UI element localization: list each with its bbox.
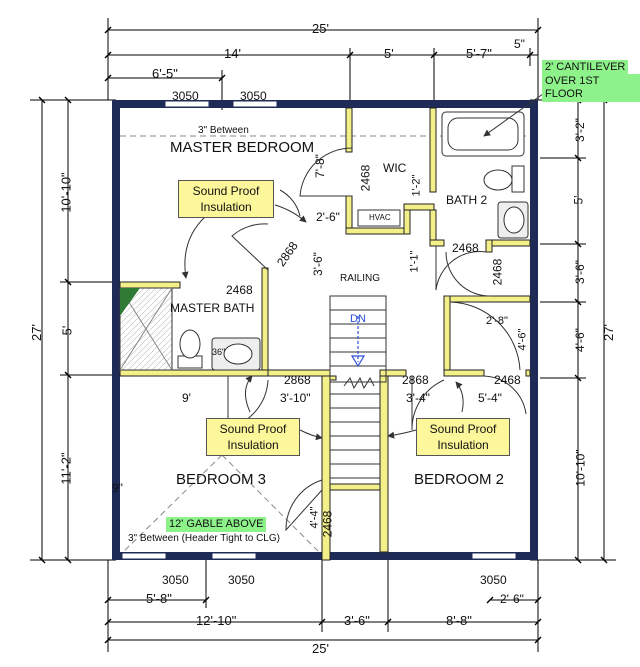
callout-line-1: Sound Proof: [192, 184, 260, 198]
dim-br2-closet: 2'-8": [486, 315, 508, 327]
note-three-between-bottom: 3" Between (Header Tight to CLG): [128, 533, 280, 544]
dim-right-4: 4'-6": [572, 328, 587, 352]
window-label-top-a: 3050: [172, 89, 199, 103]
hvac-label: HVAC: [369, 213, 391, 222]
door-tag-bath2: 2468: [452, 241, 479, 255]
dim-right-overall: 27': [600, 324, 616, 341]
hvac-box: [357, 209, 401, 227]
dim-bottom-overall: 25': [312, 641, 329, 656]
room-master-bedroom: MASTER BEDROOM: [170, 139, 315, 156]
dim-right-2: 5': [571, 195, 586, 205]
door-tag-wic: 2468: [358, 164, 373, 192]
room-bedroom-2: BEDROOM 2: [414, 471, 505, 488]
bath2-sink: [497, 201, 529, 239]
interior-walls: [119, 107, 531, 561]
window-label-bottom-c: 3050: [480, 573, 507, 587]
note-gable: 12' GABLE ABOVE: [166, 517, 267, 532]
tub-fixture: [441, 111, 525, 157]
window-label-top-b: 3050: [240, 89, 267, 103]
dim-top-overall: 25': [312, 21, 329, 36]
dim-left-top: 10'-10": [58, 172, 74, 213]
note-cantilever-1: 2' CANTILEVER: [542, 60, 629, 75]
dim-right-1: 3'-2": [572, 118, 587, 142]
dim-br2-closet-v: 4'-6": [516, 328, 529, 351]
master-bath-toilet: [177, 329, 203, 369]
dim-top-mid: 5': [384, 46, 394, 61]
callout-line-1: Sound Proof: [429, 422, 497, 436]
window-label-bottom-b: 3050: [228, 573, 255, 587]
dim-right-5: 10'-10": [573, 449, 588, 487]
dim-hvac-v2: 1'-1": [408, 250, 421, 273]
dim-br2-width: 5'-4": [478, 391, 502, 405]
door-tag-br2-wardrobe: 2468: [494, 373, 521, 387]
door-tag-hall-closet: 2468: [320, 510, 335, 538]
callout-sound-proof-master: Sound Proof Insulation: [178, 180, 274, 218]
dim-top-window: 6'-5": [152, 66, 178, 81]
note-three-between-top: 3" Between: [198, 125, 249, 136]
room-wic: WIC: [383, 161, 407, 175]
bath2-toilet: [483, 165, 525, 193]
stair-down-label: DN: [350, 313, 366, 325]
callout-sound-proof-bedroom2: Sound Proof Insulation: [416, 418, 510, 456]
railing-label: RAILING: [340, 273, 381, 284]
callout-sound-proof-bedroom3: Sound Proof Insulation: [206, 418, 300, 456]
dim-hvac-v: 1'-2": [410, 174, 423, 197]
shower-fixture: [119, 287, 173, 371]
dimension-lines: [30, 18, 616, 652]
dim-wic-height: 7'-8": [312, 154, 327, 178]
dim-left-overall: 27': [28, 324, 44, 341]
door-tag-bedroom3: 2868: [284, 373, 311, 387]
door-tag-bedroom2: 2868: [402, 373, 429, 387]
callout-line-1: Sound Proof: [219, 422, 287, 436]
callout-line-2: Insulation: [200, 200, 252, 214]
stairs: [329, 295, 387, 479]
dim-left-mid: 5': [59, 325, 75, 336]
dim-right-3: 3'-6": [572, 260, 587, 284]
callout-line-2: Insulation: [227, 438, 279, 452]
room-bedroom-3: BEDROOM 3: [176, 471, 267, 488]
dim-bottom-window: 5'-8": [146, 591, 172, 606]
dim-closet: 4'-4": [308, 506, 321, 529]
door-tag-br2-closet: 2468: [490, 258, 505, 286]
dim-stair-left: 3'-10": [280, 391, 311, 405]
room-bath2: BATH 2: [446, 193, 488, 207]
dim-bottom-right: 8'-8": [446, 613, 472, 628]
dim-stair-right: 3'-4": [406, 391, 430, 405]
dim-master-bath-width: 9': [182, 391, 191, 405]
dim-wic-width: 2'-6": [316, 210, 340, 224]
door-swings: [227, 147, 527, 532]
callout-line-2: Insulation: [437, 438, 489, 452]
shower-size: 36": [212, 347, 226, 357]
dim-bottom-left: 12'-10": [196, 613, 237, 628]
dim-top-left: 14': [224, 46, 241, 61]
window-label-bottom-a: 3050: [162, 573, 189, 587]
door-tag-master-bath: 2468: [226, 283, 253, 297]
dim-top-right: 5'-7": [466, 46, 492, 61]
dim-hall: 3'-6": [310, 252, 325, 276]
dim-left-small: 9": [112, 481, 123, 495]
dim-left-bottom: 11'-2": [58, 452, 74, 485]
dim-bottom-mid: 3'-6": [344, 613, 370, 628]
windows: [121, 100, 517, 560]
room-master-bath: MASTER BATH: [170, 301, 255, 315]
master-bath-sink: [211, 337, 261, 371]
dim-bottom-window-right: 2'-6": [500, 592, 524, 606]
dim-top-small: 5": [514, 37, 525, 51]
note-cantilever-2: OVER 1ST FLOOR: [542, 74, 640, 102]
